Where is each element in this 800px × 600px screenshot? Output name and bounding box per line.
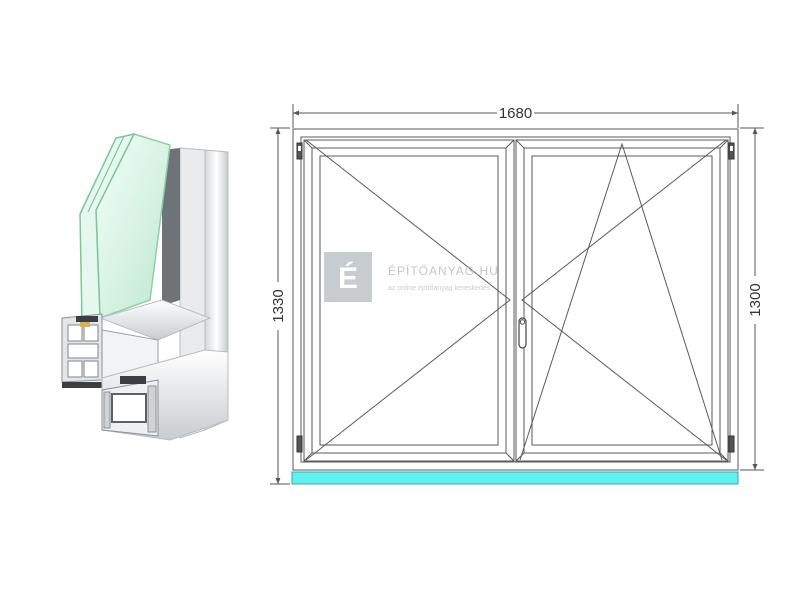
- right-height-dimension-label: 1300: [747, 283, 764, 316]
- profile-cross-section-image: [61, 132, 229, 441]
- right-height-dimension: 1300: [740, 127, 764, 471]
- watermark-logo: [324, 252, 372, 302]
- left-sash: [303, 139, 515, 462]
- window-elevation-drawing: [292, 128, 739, 471]
- window-sill: [291, 471, 739, 485]
- right-sash: [515, 139, 729, 462]
- watermark: É ÉPÍTŐANYAG.HU az online építőanyag ker…: [324, 252, 499, 302]
- left-height-dimension: 1330: [270, 127, 290, 485]
- hinge-bottom-left: [296, 435, 303, 453]
- left-height-dimension-label: 1330: [270, 289, 287, 322]
- watermark-logo-letter: É: [338, 261, 358, 295]
- outer-frame: [292, 128, 739, 471]
- width-dimension: 1680: [292, 104, 739, 128]
- window-handle: [518, 317, 527, 349]
- hinge-bottom-right: [728, 435, 735, 453]
- watermark-title: ÉPÍTŐANYAG.HU: [388, 263, 499, 278]
- watermark-subtitle: az online építőanyag kereskedés: [388, 285, 491, 292]
- width-dimension-label: 1680: [499, 105, 532, 122]
